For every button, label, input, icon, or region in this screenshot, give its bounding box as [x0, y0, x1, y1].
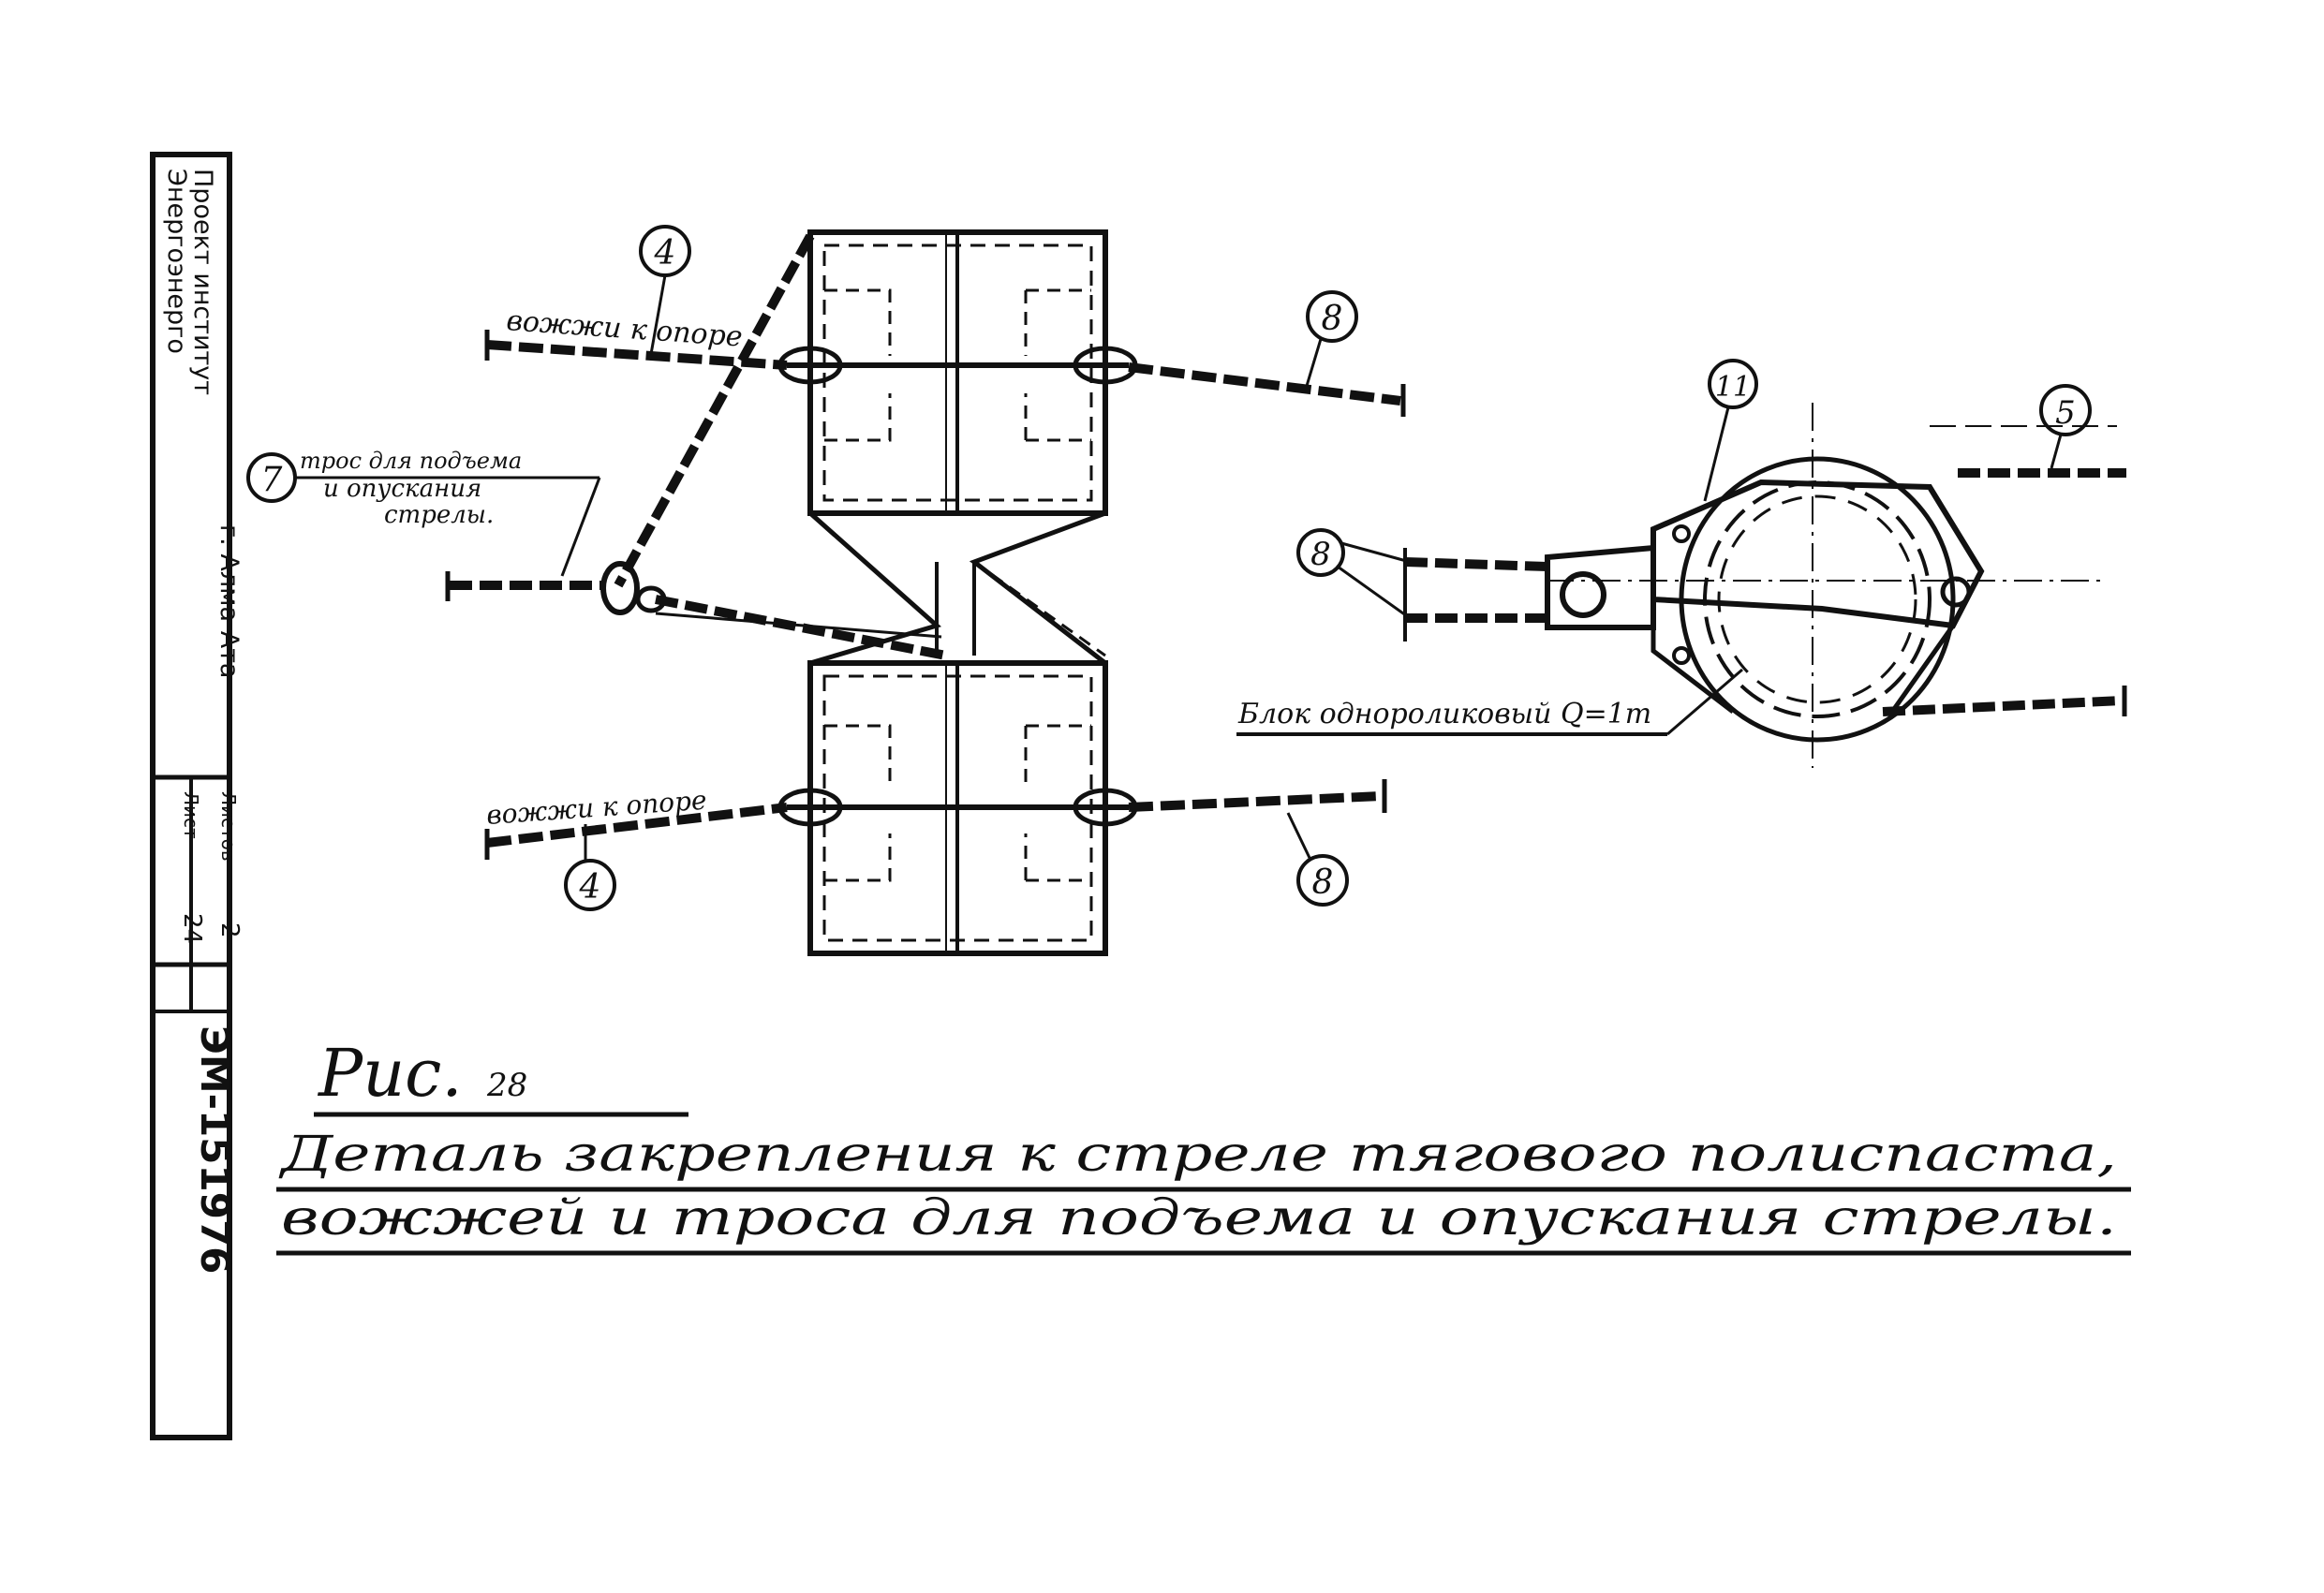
top-left-guy-rope — [486, 340, 788, 370]
title-block-frame — [150, 152, 232, 1440]
top-right-rope — [1128, 362, 1401, 406]
callout-circle-8-bottom — [1296, 854, 1349, 907]
callouts: 4 8 7 4 8 8 11 5 — [246, 225, 2092, 911]
stamp-org-line2: Проект институт — [188, 169, 217, 395]
stamp-doc-number: ЭМ-151976 — [192, 1025, 238, 1274]
stamp-sheet-label: Лист — [180, 791, 202, 839]
callout-4-bottom: 4 — [579, 868, 601, 907]
stamp-sheets-label: Листов — [217, 791, 240, 862]
label-rope-note-2: и опускания — [323, 475, 481, 503]
block-shackle — [1545, 544, 1656, 630]
callout-circle-8-top — [1306, 290, 1358, 343]
stamp-org-line3: г. Алма-Ата — [215, 524, 244, 678]
ropes — [445, 233, 1406, 860]
block-rope-bottom — [1882, 696, 2123, 716]
hoisting-rope-upper — [614, 233, 815, 588]
label-rope-note-3: стрелы. — [384, 501, 494, 529]
label-guy-bottom: вожжи к опоре — [485, 785, 707, 831]
callout-5: 5 — [2055, 394, 2076, 432]
callout-circle-4-bottom — [564, 859, 616, 911]
hoisting-rope-lower — [655, 595, 947, 660]
block-cheek-plate — [1650, 479, 1985, 629]
rope-shackle — [600, 561, 640, 615]
stamp-sheet-value: 24 — [178, 913, 206, 944]
label-rope-note-1: трос для подъема — [300, 448, 522, 474]
title-block: Энергоэнерго Проект институт г. Алма-Ата… — [150, 152, 244, 1440]
figure-caption: Рис. 28 Деталь закрепления к стреле тяго… — [276, 1035, 2131, 1256]
stamp-sheets-value: 2 — [215, 922, 244, 938]
callout-8-top: 8 — [1322, 300, 1343, 338]
caption-line-2: вожжей и троса для подъема и опускания с… — [281, 1190, 2117, 1246]
callout-circle-5 — [2039, 384, 2092, 436]
callout-11: 11 — [1715, 371, 1751, 404]
callout-7: 7 — [261, 461, 283, 499]
boom-lacing — [808, 510, 1107, 666]
block-rope-upper — [1404, 557, 1548, 571]
callout-8-bottom: 8 — [1312, 863, 1334, 902]
caption-line-1: Деталь закрепления к стреле тягового пол… — [278, 1127, 2117, 1183]
callout-circle-8-block — [1296, 528, 1345, 577]
bottom-right-rope — [1128, 791, 1383, 812]
callout-circle-11 — [1708, 359, 1758, 409]
boom-detail — [777, 229, 1138, 956]
bottom-left-guy-rope — [486, 803, 788, 848]
figure-number-prefix: Рис. — [317, 1035, 463, 1112]
stamp-org-line1: Энергоэнерго — [162, 169, 191, 354]
pulley-block — [1403, 403, 2127, 768]
label-block: Блок однороликовый Q=1т — [1237, 698, 1651, 730]
callout-4-top: 4 — [654, 234, 676, 273]
figure-number: 28 — [486, 1067, 527, 1104]
callout-8-block: 8 — [1310, 536, 1331, 573]
